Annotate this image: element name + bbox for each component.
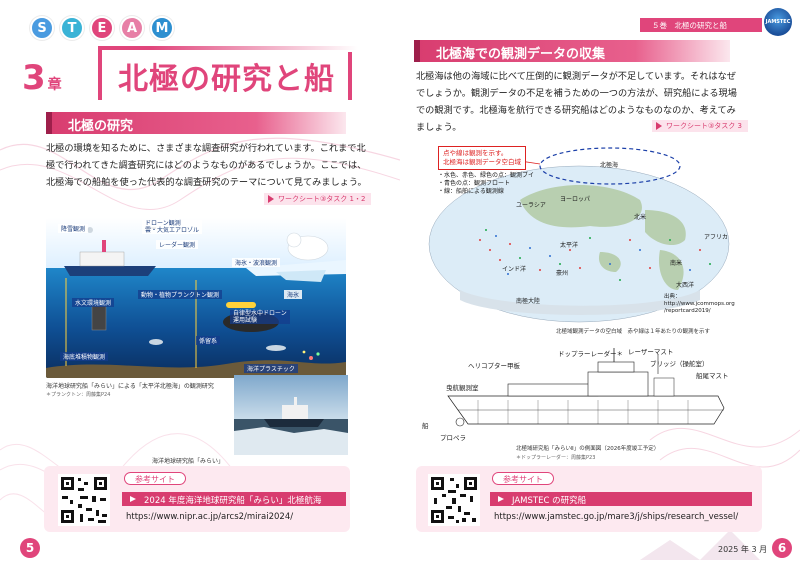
reference-box: 参考サイト 2024 年度海洋地球研究船「みらい」北極航海 https://ww… (44, 466, 350, 532)
ocean-scene (46, 218, 346, 378)
research-illustration: 降雪観測 ドローン観測 雲・大気エアロゾル レーダー観測 海氷・波浪観測 海氷 … (46, 218, 346, 378)
publication-date: 2025 年 3 月 (718, 545, 768, 554)
chapter-label: 3 章 (22, 58, 62, 98)
reference-tag: 参考サイト (124, 472, 186, 485)
steam-s: S (30, 16, 54, 40)
map-note: 点や線は観測を示す。 北極海は観測データ空白域 (438, 146, 526, 170)
map-label-africa: アフリカ (704, 234, 729, 241)
label-plastic: 海洋プラスチック (244, 364, 298, 373)
map-label-antarctica: 南極大陸 (516, 298, 541, 305)
label-snow: 降雪観測 (58, 224, 89, 233)
qr-icon-right (428, 474, 480, 526)
map-note-line-1: 点や線は観測を示す。 (443, 149, 508, 157)
steam-a: A (120, 16, 144, 40)
map-label-atlantic: 大西洋 (676, 282, 695, 289)
ship-caption: 北極域研究船「みらいⅡ」の側面図（2026年度竣工予定） (516, 446, 660, 452)
label-radar: レーダー観測 (156, 240, 199, 249)
map-legend-1: ・水色、赤色、緑色の点：観測ブイ (438, 172, 535, 179)
illustration-caption: 海洋地球研究船「みらい」による「太平洋北極海」の観測研究 (46, 383, 214, 390)
label-mooring: 係留系 (196, 336, 221, 345)
label-sediment: 海底堆積物観測 (60, 352, 109, 361)
label-doppler: ドップラーレーダー＊ (558, 350, 623, 358)
chapter-number: 3 (22, 58, 46, 98)
map-label-southamerica: 南米 (670, 260, 683, 267)
reference-url[interactable]: https://www.nipr.ac.jp/arcs2/mirai2024/ (126, 512, 294, 522)
mirai-photo (234, 375, 348, 455)
label-laser-mast: レーザーマスト (628, 348, 674, 356)
data-line-1: 北極海は他の海域に比べて圧倒的に観測データが不足しています。それはなぜ (416, 71, 736, 82)
page-number-left: 5 (20, 538, 40, 558)
right-page: ５巻 北極の研究と船 JAMSTEC 北極海での観測データの収集 北極海は他の海… (400, 0, 800, 567)
illustration-caption-note: ＊プランクトン：周藤集P24 (46, 392, 111, 398)
page-number-right: 6 (772, 538, 792, 558)
label-stern: 船 (422, 422, 429, 430)
photo-caption: 海洋地球研究船「みらい」 (152, 458, 225, 465)
qr-code[interactable] (58, 474, 110, 526)
label-water: 水文環境観測 (72, 298, 115, 307)
intro-line-1: 北極の環境を知るために、さまざまな調査研究が行われています。これまで北 (46, 143, 366, 154)
reference-tag-right: 参考サイト (492, 472, 554, 485)
data-paragraph: 北極海は他の海域に比べて圧倒的に観測データが不足しています。それはなぜ でしょう… (416, 68, 784, 136)
map-legend-2: ・青色の点：観測フロート (438, 180, 511, 187)
map-legend-3: ・線：船舶による観測線 (438, 188, 504, 195)
jamstec-logo: JAMSTEC (764, 8, 792, 36)
map-label-northamerica: 北米 (634, 214, 647, 221)
reference-url-right[interactable]: https://www.jamstec.go.jp/mare3/j/ships/… (494, 512, 739, 522)
ship-photo (234, 375, 348, 455)
reference-link[interactable]: 2024 年度海洋地球研究船「みらい」北極航海 (122, 492, 346, 506)
label-propeller: プロペラ (440, 434, 466, 442)
label-seaice: 海氷 (284, 290, 303, 299)
ship-diagram: ヘリコプター甲板 ドップラーレーダー＊ レーザーマスト ブリッジ（操舵室） 船尾… (418, 344, 748, 430)
steam-e: E (90, 16, 114, 40)
data-line-2: でしょうか。観測データの不足を補うための一つの方法が、研究船による現場 (416, 88, 737, 99)
section-header-data-collection: 北極海での観測データの収集 (414, 40, 730, 62)
intro-paragraph: 北極の環境を知るために、さまざまな調査研究が行われています。これまで北 極で行わ… (46, 140, 367, 191)
map-label-europe: ヨーロッパ (560, 196, 591, 203)
worksheet-tag-right[interactable]: ワークシート③タスク 3 (652, 120, 748, 132)
ship-caption-note: ＊ドップラーレーダー：周藤集P23 (516, 455, 596, 461)
reference-link-right[interactable]: JAMSTEC の研究船 (490, 492, 752, 506)
label-drone: ドローン観測 雲・大気エアロゾル (142, 220, 203, 234)
steam-t: T (60, 16, 84, 40)
chapter-suffix: 章 (47, 77, 62, 93)
intro-line-2: 極で行われてきた調査研究にはどのようなものがあるでしょうか。ここでは、 (46, 160, 367, 171)
world-map (420, 140, 738, 324)
data-line-3: での観測です。北極海を航行できる研究船はどのようなものなのか、考えてみ (416, 105, 736, 116)
data-line-4: ましょう。 (416, 122, 462, 133)
map-label-eurasia: ユーラシア (516, 202, 546, 209)
steam-badges: S T E A M (30, 16, 174, 40)
map-label-australia: 豪州 (556, 270, 569, 277)
page-title: 北極の研究と船 (118, 62, 335, 97)
label-bridge: ブリッジ（操舵室） (650, 360, 709, 368)
qr-code-right[interactable] (428, 474, 480, 526)
map-source: 出典： http://www.jcommops.org /reportcard2… (664, 294, 735, 314)
left-page: S T E A M 3 章 北極の研究と船 北極の研究 北極の環境を知るために、… (0, 16, 400, 558)
steam-m: M (150, 16, 174, 40)
volume-strip: ５巻 北極の研究と船 (640, 18, 762, 32)
map-caption: 北極域観測データの空白域 赤や緑は１年あたりの観測を示す (556, 329, 711, 335)
map-label-arctic: 北極海 (600, 162, 619, 169)
logo-text: JAMSTEC (765, 19, 791, 25)
label-heli-deck: ヘリコプター甲板 (468, 362, 520, 370)
ship-side-view (447, 348, 725, 427)
observation-map: 点や線は観測を示す。 北極海は観測データ空白域 ・水色、赤色、緑色の点：観測ブイ… (420, 140, 738, 324)
title-frame: 北極の研究と船 (98, 46, 360, 100)
label-seaice-wave: 海氷・波浪観測 (232, 258, 281, 267)
label-towing: 曳航観測室 (446, 384, 479, 392)
reference-box-right: 参考サイト JAMSTEC の研究船 https://www.jamstec.g… (416, 466, 762, 532)
worksheet-tag[interactable]: ワークシート③タスク 1・2 (264, 193, 372, 205)
map-label-pacific: 太平洋 (560, 242, 579, 249)
section-header-arctic-research: 北極の研究 (46, 112, 346, 134)
label-stern-mast: 船尾マスト (696, 372, 729, 380)
map-note-line-2: 北極海は観測データ空白域 (443, 158, 521, 166)
qr-icon (58, 474, 110, 526)
map-label-indian: インド洋 (502, 266, 527, 273)
label-auv: 自律型水中ドローン 運用試験 (230, 310, 290, 324)
label-plankton: 動物・植物プランクトン観測 (138, 290, 223, 299)
intro-line-3: 北極海での船舶を使った代表的な調査研究のテーマについて見てみましょう。 (46, 177, 367, 188)
